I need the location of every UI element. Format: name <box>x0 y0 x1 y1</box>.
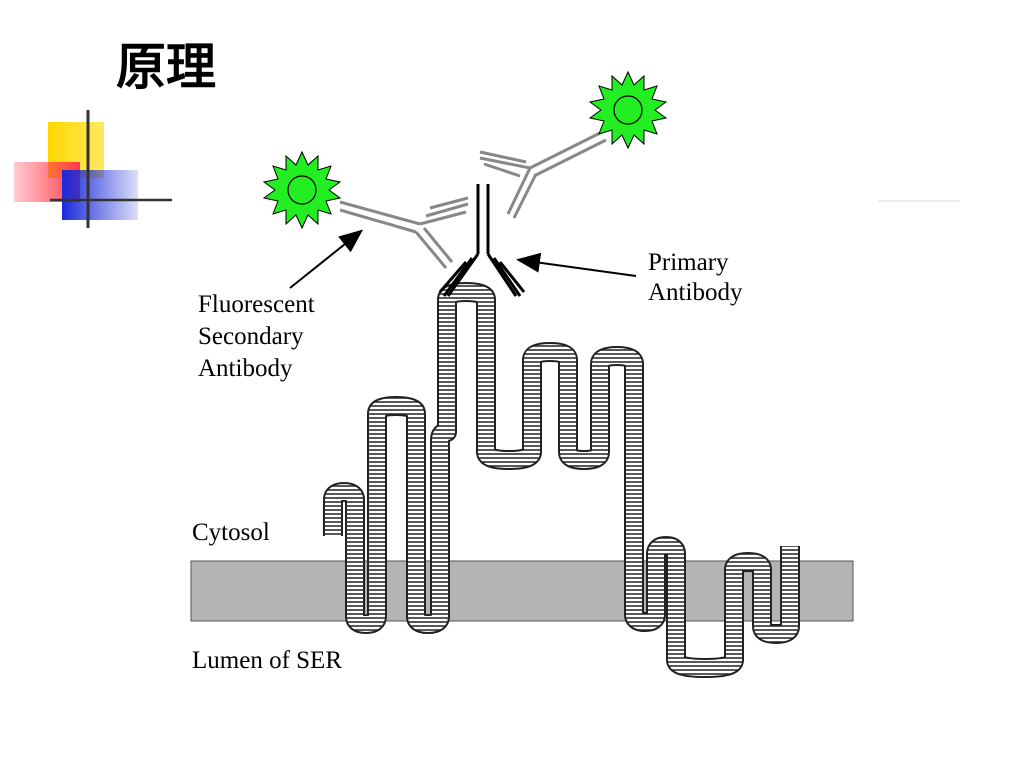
label-cytosol: Cytosol <box>192 519 270 546</box>
slide-title: 原理 <box>116 37 216 96</box>
fluorophore-star-icon <box>588 70 668 150</box>
arrow-icon <box>289 229 364 289</box>
secondary-antibody-left <box>339 196 469 269</box>
fluorophore-star-icon <box>262 150 342 230</box>
primary-antibody <box>438 184 526 297</box>
secondary-antibody-right <box>479 130 607 219</box>
deco-blue-square <box>62 170 138 220</box>
label-lumen: Lumen of SER <box>192 647 342 674</box>
arrow-icon <box>516 252 637 277</box>
transmembrane-protein <box>323 282 800 678</box>
label-secondary-antibody: Fluorescent Secondary Antibody <box>198 291 321 382</box>
decorative-squares <box>14 110 172 228</box>
label-primary-antibody: Primary Antibody <box>648 249 743 306</box>
